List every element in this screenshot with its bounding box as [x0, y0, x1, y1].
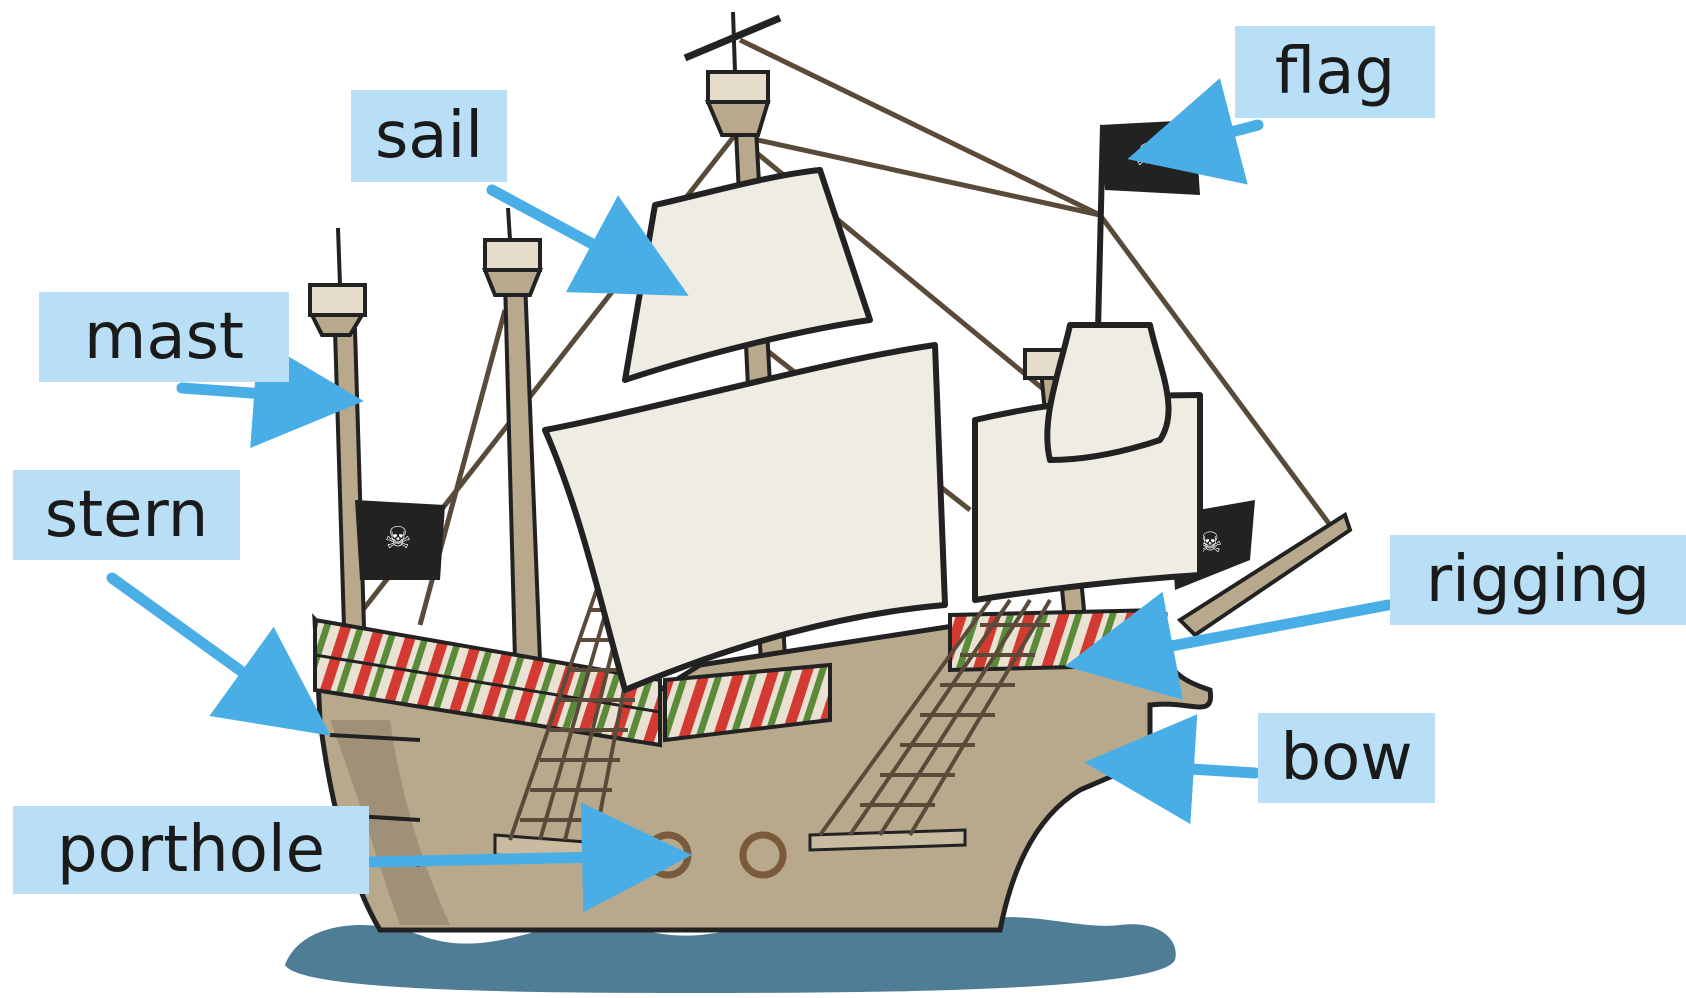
porthole-2 [739, 831, 787, 879]
label-bow: bow [1258, 713, 1435, 803]
pointer-arrows [106, 78, 1394, 913]
label-porthole: porthole [13, 806, 369, 894]
svg-text:☠: ☠ [385, 521, 412, 556]
main-sail [542, 342, 948, 693]
rigging-arrow [1064, 591, 1394, 700]
sea [285, 917, 1176, 993]
svg-text:☠: ☠ [1135, 138, 1162, 173]
front-top-sail [1044, 322, 1172, 463]
stern-arrow [106, 572, 331, 736]
stern-flag [355, 500, 445, 580]
mast-arrow [176, 338, 364, 449]
label-stern: stern [13, 470, 240, 560]
label-flag: flag [1235, 26, 1435, 118]
flag-arrow [1127, 78, 1264, 185]
label-rigging: rigging [1390, 535, 1686, 625]
sail-arrow [486, 184, 689, 296]
label-mast: mast [39, 292, 289, 382]
rope-ladders [508, 579, 1052, 841]
label-sail: sail [351, 90, 507, 182]
sails [542, 167, 1203, 693]
bow-arrow [1084, 714, 1261, 825]
porthole-arrow [366, 802, 692, 913]
